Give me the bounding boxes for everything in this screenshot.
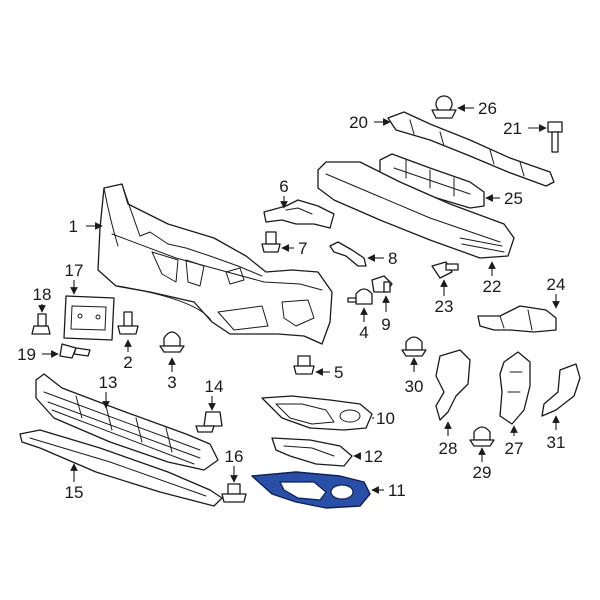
callout-1: 1: [69, 217, 78, 236]
screw-9: [371, 275, 393, 293]
callout-14: 14: [205, 377, 224, 396]
callout-12: 12: [364, 447, 383, 466]
callout-5: 5: [334, 363, 343, 382]
reinforcement-22: [317, 161, 515, 259]
molding-8: [329, 241, 367, 267]
callout-6: 6: [279, 177, 288, 196]
upper-bracket-20: [387, 111, 555, 187]
bolt-5: [293, 355, 315, 375]
bracket-24: [477, 305, 557, 333]
clip-26: [431, 95, 457, 119]
callout-15: 15: [65, 483, 84, 502]
screw-18: [31, 313, 51, 335]
callout-13: 13: [99, 373, 118, 392]
clip-4: [347, 288, 373, 305]
bezel-10: [261, 395, 373, 431]
callout-10: 10: [376, 409, 395, 428]
bracket-28: [435, 349, 471, 421]
screw-19: [59, 343, 91, 359]
bolt-21: [547, 121, 563, 153]
callout-30: 30: [405, 377, 424, 396]
screw-7: [261, 231, 281, 253]
callout-24: 24: [547, 275, 566, 294]
clip-3: [159, 331, 185, 353]
garnish-11-highlighted: [251, 471, 371, 509]
screw-23: [431, 261, 459, 279]
callout-31: 31: [547, 433, 566, 452]
callout-21: 21: [503, 119, 522, 138]
callout-20: 20: [349, 113, 368, 132]
callout-26: 26: [478, 99, 497, 118]
callout-23: 23: [435, 297, 454, 316]
callout-16: 16: [225, 447, 244, 466]
leader-lines: [38, 104, 560, 494]
bracket-27: [499, 351, 531, 425]
callout-17: 17: [65, 261, 84, 280]
grille-13: [35, 373, 219, 471]
cover-12: [271, 437, 353, 467]
callout-29: 29: [473, 463, 492, 482]
callout-9: 9: [381, 315, 390, 334]
clip-30: [401, 336, 427, 357]
license-bracket-17: [63, 295, 115, 341]
callout-25: 25: [504, 189, 523, 208]
callout-7: 7: [298, 239, 307, 258]
callout-18: 18: [33, 285, 52, 304]
callout-8: 8: [388, 249, 397, 268]
callout-22: 22: [483, 277, 502, 296]
callout-28: 28: [439, 439, 458, 458]
callout-19: 19: [17, 345, 36, 364]
callout-27: 27: [505, 439, 524, 458]
bumper-cover: [97, 183, 333, 345]
callout-labels: 1 2 3 4 5 6 7 8 9 10 11 12 13 14 15 16 1…: [17, 99, 565, 502]
callout-11: 11: [388, 481, 406, 500]
clip-29: [469, 426, 495, 447]
callout-3: 3: [167, 373, 176, 392]
bracket-31: [541, 363, 581, 417]
bracket-6: [263, 199, 335, 229]
spoiler-15: [19, 429, 223, 507]
callout-2: 2: [123, 353, 132, 372]
clip-16: [221, 483, 247, 503]
bolt-2: [117, 311, 139, 335]
clip-14: [195, 411, 223, 433]
callout-4: 4: [359, 323, 368, 342]
